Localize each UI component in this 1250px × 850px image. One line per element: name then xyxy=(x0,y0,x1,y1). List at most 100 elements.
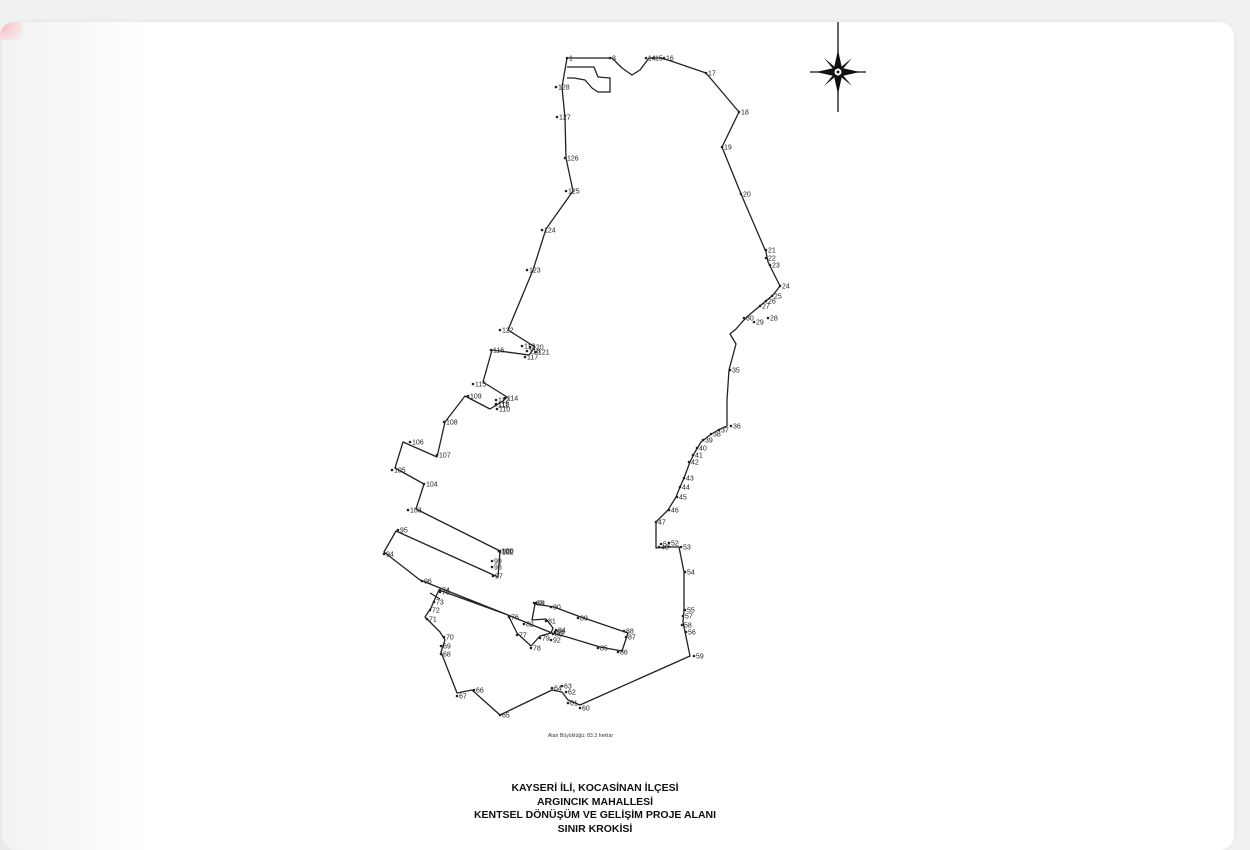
vertex-label: 122 xyxy=(502,328,514,335)
boundary-vertex xyxy=(560,684,564,688)
boundary-vertex xyxy=(549,605,553,609)
boundary-vertex xyxy=(534,350,538,354)
vertex-label: 93 xyxy=(557,630,565,637)
vertex-label: 19 xyxy=(724,145,732,152)
boundary-vertex xyxy=(439,652,443,656)
vertex-label: 23 xyxy=(772,263,780,270)
boundary-vertex xyxy=(534,601,538,605)
boundary-vertex xyxy=(564,189,568,193)
vertex-label: 48 xyxy=(661,545,669,552)
vertex-label: 24 xyxy=(782,284,790,291)
boundary-vertex xyxy=(778,284,782,288)
boundary-vertex xyxy=(555,115,559,119)
vertex-label: 67 xyxy=(459,694,467,701)
boundary-vertex xyxy=(525,349,529,353)
vertex-label: 77 xyxy=(519,633,527,640)
vertex-label: 61 xyxy=(570,701,578,708)
boundary-vertex xyxy=(549,638,553,642)
vertex-label: 124 xyxy=(544,228,556,235)
boundary-vertex xyxy=(566,701,570,705)
boundary-vertex xyxy=(683,608,687,612)
vertex-label: 35 xyxy=(732,368,740,375)
boundary-vertex xyxy=(489,348,493,352)
boundary-vertex xyxy=(576,616,580,620)
vertex-label: 95 xyxy=(400,528,408,535)
boundary-vertex xyxy=(764,248,768,252)
boundary-vertex xyxy=(428,608,432,612)
boundary-vertex xyxy=(420,579,424,583)
boundary-vertex xyxy=(408,440,412,444)
vertex-label: 100 xyxy=(502,549,514,556)
vertex-label: 117 xyxy=(527,355,538,362)
vertex-label: 25 xyxy=(774,294,782,301)
boundary-vertex xyxy=(680,623,684,627)
boundary-vertex xyxy=(472,688,476,692)
boundary-vertex xyxy=(528,345,532,349)
boundary-vertex xyxy=(766,316,770,320)
vertex-label: 72 xyxy=(432,608,440,615)
vertex-label: 28 xyxy=(770,316,778,323)
boundary-vertex xyxy=(490,559,494,563)
vertex-label: 120 xyxy=(532,345,544,352)
vertex-label: 94 xyxy=(386,552,394,559)
vertex-label: 47 xyxy=(658,520,666,527)
vertex-label: 75 xyxy=(442,590,450,597)
boundary-vertex xyxy=(657,545,661,549)
vertex-label: 56 xyxy=(688,630,696,637)
vertex-label: 102 xyxy=(502,550,514,557)
vertex-label: 38 xyxy=(713,432,721,439)
boundary-vertex xyxy=(396,528,400,532)
vertex-label: 111 xyxy=(498,403,509,410)
boundary-vertex xyxy=(498,550,502,554)
boundary-vertex xyxy=(644,56,648,60)
vertex-label: 43 xyxy=(686,476,694,483)
vertex-label: 109 xyxy=(470,394,482,401)
title-line-neighbourhood: ARGINCIK MAHALLESİ xyxy=(536,795,654,808)
boundary-vertex xyxy=(684,630,688,634)
boundary-vertex xyxy=(498,328,502,332)
title-line-province: KAYSERİ İLİ, KOCASİNAN İLÇESİ xyxy=(511,782,679,794)
boundary-vertex xyxy=(564,690,568,694)
vertex-label: 127 xyxy=(559,115,571,122)
boundary-vertex xyxy=(691,453,695,457)
vertex-label: 81 xyxy=(548,619,556,626)
vertex-label: 86 xyxy=(620,650,628,657)
map-sheet xyxy=(2,22,1234,850)
boundary-vertex xyxy=(651,56,655,60)
vertex-label: 73 xyxy=(436,600,444,607)
boundary-vertex xyxy=(554,628,558,632)
boundary-vertex xyxy=(667,541,671,545)
boundary-vertex xyxy=(503,396,507,400)
vertex-label: 115 xyxy=(475,382,486,389)
boundary-vertex xyxy=(709,432,713,436)
boundary-vertex xyxy=(553,630,557,634)
boundary-vertex xyxy=(624,635,628,639)
boundary-vertex xyxy=(515,633,519,637)
vertex-label: 45 xyxy=(679,495,687,502)
vertex-label: 90 xyxy=(553,605,561,612)
boundary-vertex xyxy=(701,438,705,442)
vertex-label: 36 xyxy=(733,424,741,431)
vertex-label: 99 xyxy=(494,559,502,566)
boundary-vertex xyxy=(550,686,554,690)
vertex-label: 51 xyxy=(663,542,671,549)
vertex-label: 69 xyxy=(443,644,451,651)
vertex-label: 64 xyxy=(554,686,562,693)
vertex-label: 76 xyxy=(511,615,519,622)
boundary-vertex xyxy=(695,446,699,450)
boundary-vertex xyxy=(507,615,511,619)
boundary-vertex xyxy=(520,344,524,348)
boundary-vertex xyxy=(752,320,756,324)
boundary-vertex xyxy=(764,256,768,260)
vertex-label: 63 xyxy=(564,684,572,691)
vertex-label: 97 xyxy=(495,574,503,581)
vertex-label: 62 xyxy=(568,690,576,697)
inner-tick xyxy=(429,592,441,600)
vertex-label: 89 xyxy=(580,616,588,623)
vertex-label: 40 xyxy=(699,446,707,453)
vertex-label: 91 xyxy=(538,601,546,608)
vertex-label: 37 xyxy=(721,428,729,435)
vertex-label: 20 xyxy=(743,192,751,199)
vertex-label: 85 xyxy=(600,646,608,653)
